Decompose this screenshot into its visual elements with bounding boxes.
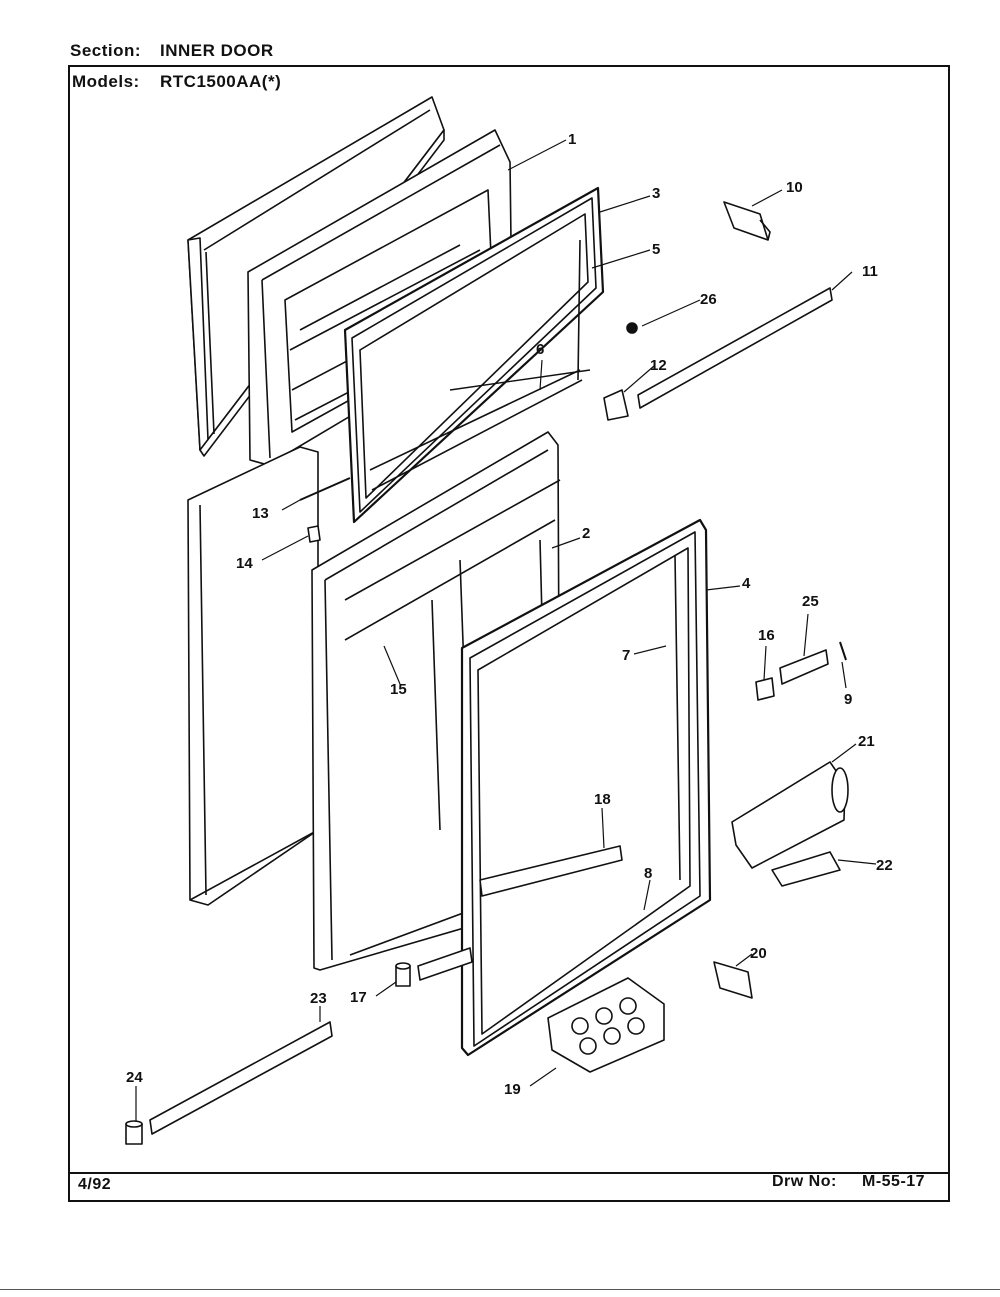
part-9-clip — [839, 641, 847, 661]
part-16-end-cap — [755, 677, 775, 701]
section-label: Section: — [70, 41, 142, 60]
callout-5: 5 — [652, 241, 660, 258]
part-23-trim-strip — [149, 1021, 333, 1135]
part-13-strip — [299, 477, 351, 501]
callout-9: 9 — [844, 691, 852, 708]
part-19-egg-bin — [547, 977, 665, 1073]
part-11-trim-strip — [637, 287, 833, 409]
leader-lines — [135, 139, 877, 1122]
callout-7: 7 — [622, 647, 630, 664]
callout-13: 13 — [252, 505, 269, 522]
callout-19: 19 — [504, 1081, 521, 1098]
callout-18: 18 — [594, 791, 611, 808]
part-25-trim — [779, 649, 829, 685]
part-12-end-cap — [603, 389, 629, 421]
callout-24: 24 — [126, 1069, 143, 1086]
bottom-trim-piece — [417, 947, 473, 981]
callout-20: 20 — [750, 945, 767, 962]
models-label: Models: — [72, 72, 140, 91]
callout-2: 2 — [582, 525, 590, 542]
page-bottom-rule — [0, 1289, 1000, 1290]
callout-12: 12 — [650, 357, 667, 374]
callout-15: 15 — [390, 681, 407, 698]
callout-25: 25 — [802, 593, 819, 610]
callout-14: 14 — [236, 555, 253, 572]
part-17-cap — [395, 962, 411, 987]
drawing-date: 4/92 — [78, 1176, 112, 1193]
callout-6: 6 — [536, 341, 544, 358]
part-18-strip — [479, 845, 623, 897]
drawing-number: M-55-17 — [862, 1173, 926, 1190]
callout-1: 1 — [568, 131, 576, 148]
fresh-food-door-gasket — [460, 518, 712, 1057]
drawing-number-label: Drw No: — [772, 1173, 837, 1190]
part-6-strip — [449, 369, 591, 391]
fresh-food-outer-door-panel — [187, 446, 319, 906]
part-26-screw — [626, 322, 638, 334]
callout-26: 26 — [700, 291, 717, 308]
callout-10: 10 — [786, 179, 803, 196]
models-value: RTC1500AA(*) — [160, 72, 282, 91]
callout-21: 21 — [858, 733, 875, 750]
footer-divider — [68, 1172, 950, 1174]
callout-11: 11 — [862, 263, 878, 280]
callout-8: 8 — [644, 865, 652, 882]
part-24-end-cap — [125, 1120, 143, 1145]
callout-4: 4 — [742, 575, 751, 592]
drawing-frame — [68, 65, 950, 1202]
part-21-dairy-bin — [731, 761, 849, 869]
callout-3: 3 — [652, 185, 660, 202]
part-14-screw — [307, 525, 321, 543]
part-10-bracket — [723, 201, 771, 241]
callout-17: 17 — [350, 989, 367, 1006]
freezer-door-gasket — [343, 186, 605, 524]
callout-16: 16 — [758, 627, 775, 644]
part-22-tray — [771, 851, 841, 887]
callout-22: 22 — [876, 857, 893, 874]
callout-23: 23 — [310, 990, 327, 1007]
part-20-bracket — [713, 961, 753, 999]
section-value: INNER DOOR — [160, 41, 274, 60]
